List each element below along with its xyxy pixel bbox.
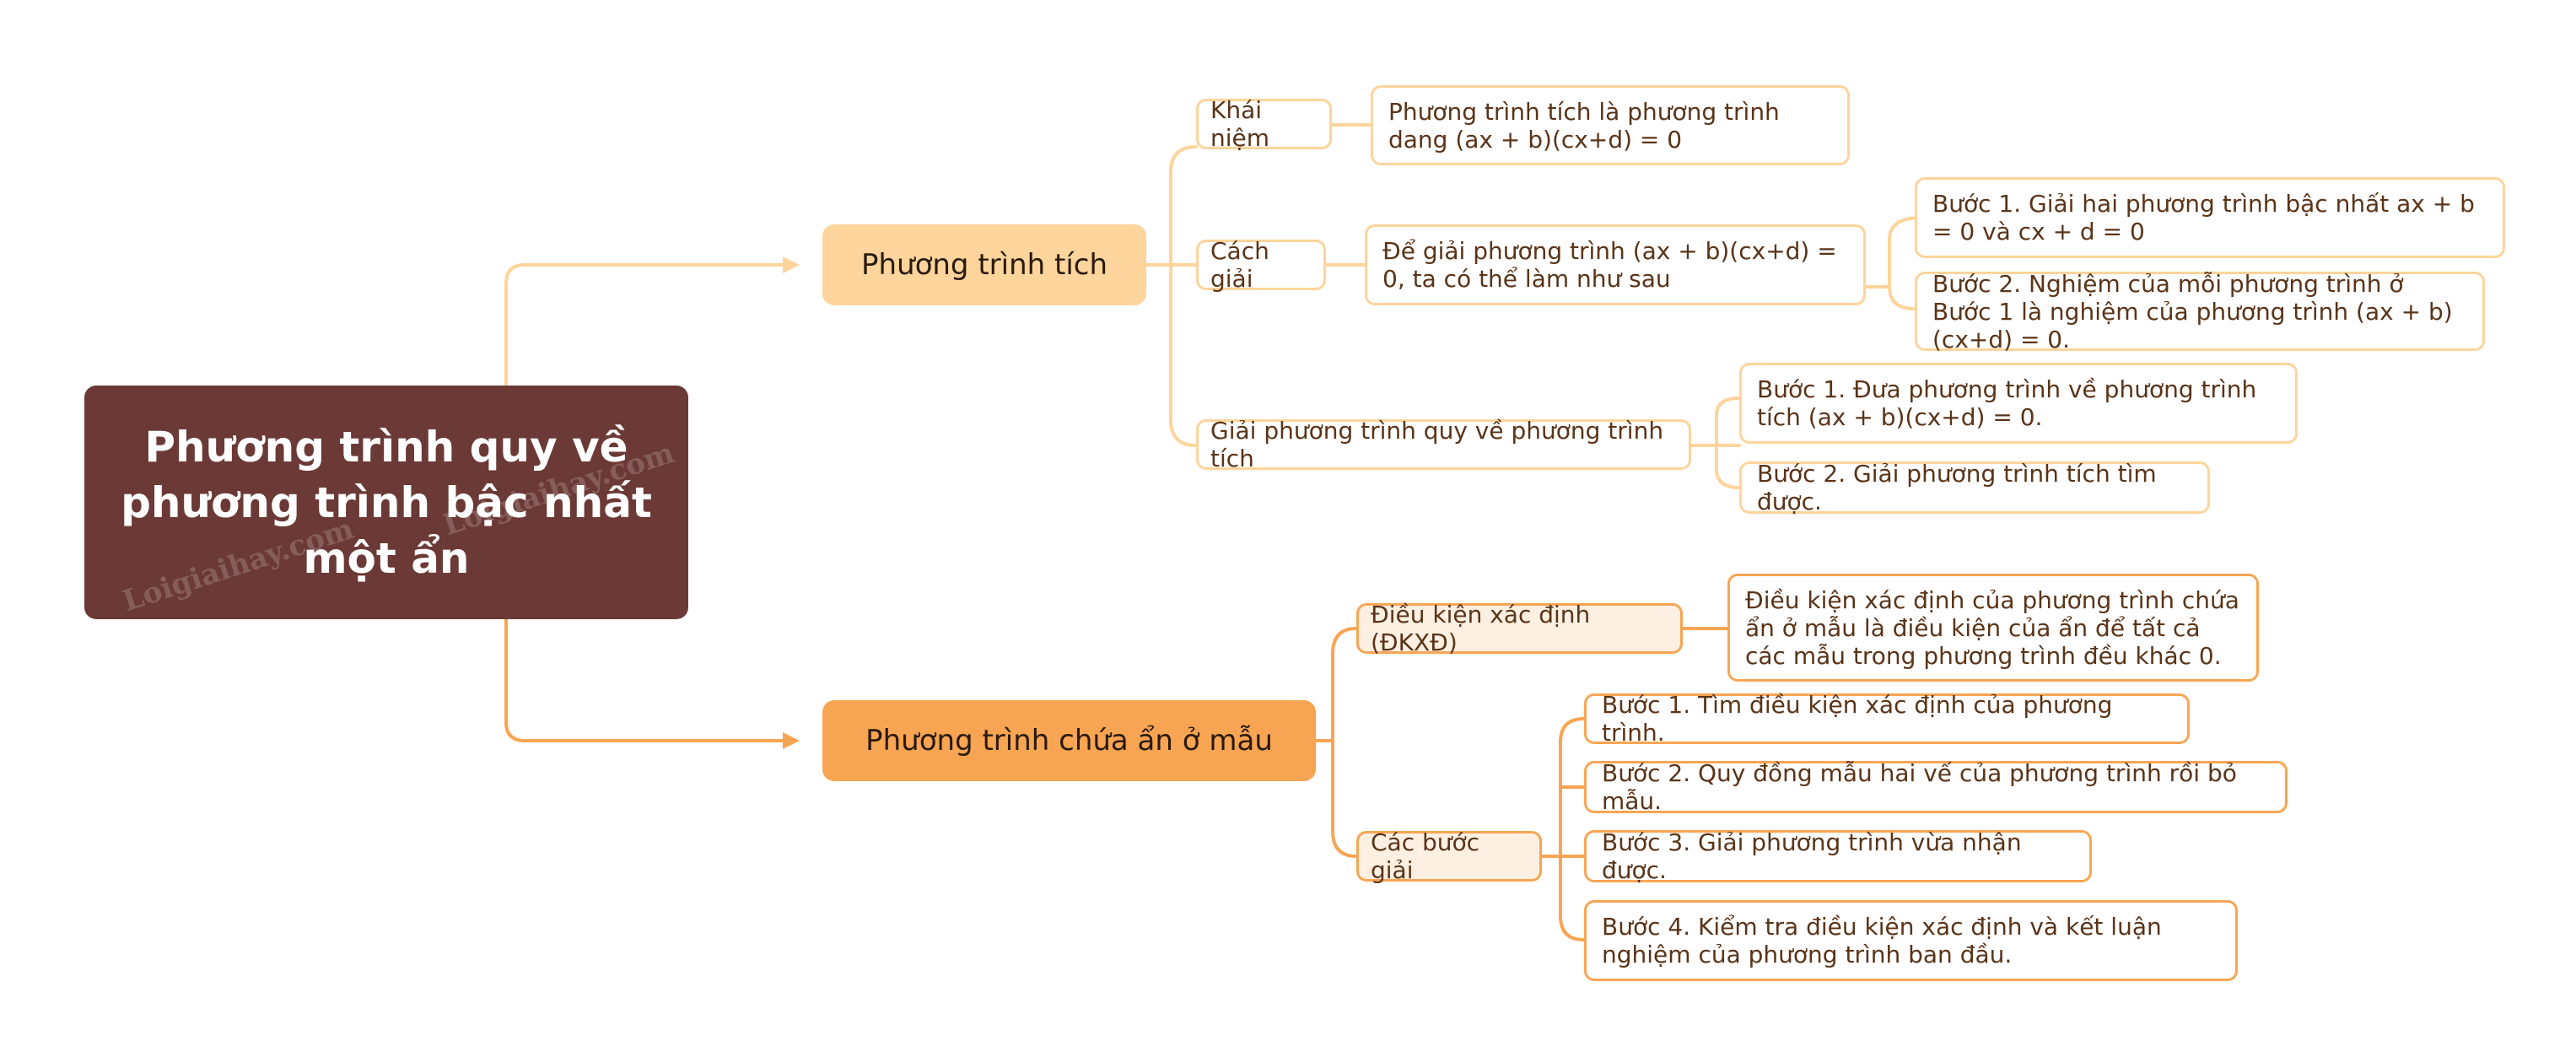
root-title: Phương trình quy về phương trình bậc nhấ…	[121, 422, 652, 583]
method-text-node[interactable]: Để giải phương trình (ax + b)(cx+d) = 0,…	[1365, 224, 1866, 305]
branch-product-node[interactable]: Phương trình tích	[822, 224, 1146, 305]
edge-root-product	[504, 263, 786, 387]
concept-node[interactable]: Khái niệm	[1196, 96, 1332, 152]
method-step-2-node[interactable]: Bước 2. Nghiệm của mỗi phương trình ở Bư…	[1915, 269, 2485, 353]
fraction-step-3-node[interactable]: Bước 3. Giải phương trình vừa nhận được.	[1584, 828, 2092, 884]
condition-text: Điều kiện xác định của phương trình chứa…	[1745, 585, 2239, 670]
reducible-step-1: Bước 1. Đưa phương trình về phương trình…	[1757, 375, 2257, 431]
fraction-step-4: Bước 4. Kiểm tra điều kiện xác định và k…	[1602, 913, 2162, 968]
condition-text-node[interactable]: Điều kiện xác định của phương trình chứa…	[1727, 574, 2259, 682]
concept-label: Khái niệm	[1210, 96, 1270, 152]
method-step-1-node[interactable]: Bước 1. Giải hai phương trình bậc nhất a…	[1915, 177, 2505, 258]
edge-root-fraction	[504, 618, 786, 742]
reducible-node[interactable]: Giải phương trình quy về phương trình tí…	[1196, 417, 1691, 472]
fraction-step-2: Bước 2. Quy đồng mẫu hai vế của phương t…	[1602, 759, 2237, 815]
method-node[interactable]: Cách giải	[1196, 237, 1326, 293]
branch-fraction-label: Phương trình chứa ẩn ở mẫu	[865, 724, 1273, 758]
condition-node[interactable]: Điều kiện xác định (ĐKXĐ)	[1356, 601, 1683, 656]
root-node[interactable]: Phương trình quy về phương trình bậc nhấ…	[84, 386, 688, 619]
arrow-head-product	[783, 256, 800, 273]
reducible-step-1-node[interactable]: Bước 1. Đưa phương trình về phương trình…	[1739, 363, 2298, 444]
fraction-step-2-node[interactable]: Bước 2. Quy đồng mẫu hai vế của phương t…	[1584, 759, 2288, 815]
fraction-step-1: Bước 1. Tìm điều kiện xác định của phươn…	[1602, 691, 2113, 747]
reducible-step-2-node[interactable]: Bước 2. Giải phương trình tích tìm được.	[1739, 460, 2210, 515]
steps-node[interactable]: Các bước giải	[1356, 828, 1542, 884]
branch-fraction-node[interactable]: Phương trình chứa ẩn ở mẫu	[822, 700, 1316, 781]
steps-label: Các bước giải	[1371, 828, 1480, 884]
fraction-step-1-node[interactable]: Bước 1. Tìm điều kiện xác định của phươn…	[1584, 691, 2190, 747]
method-step-2: Bước 2. Nghiệm của mỗi phương trình ở Bư…	[1932, 269, 2453, 353]
method-text: Để giải phương trình (ax + b)(cx+d) = 0,…	[1382, 237, 1837, 293]
reducible-label: Giải phương trình quy về phương trình tí…	[1210, 417, 1664, 472]
concept-text: Phương trình tích là phương trình dang (…	[1388, 97, 1780, 154]
branch-product-label: Phương trình tích	[860, 248, 1108, 282]
arrow-head-fraction	[783, 732, 800, 749]
reducible-step-2: Bước 2. Giải phương trình tích tìm được.	[1757, 460, 2157, 515]
condition-label: Điều kiện xác định (ĐKXĐ)	[1371, 601, 1591, 656]
edges-fraction-children	[1314, 627, 1729, 941]
method-step-1: Bước 1. Giải hai phương trình bậc nhất a…	[1932, 190, 2475, 245]
fraction-step-3: Bước 3. Giải phương trình vừa nhận được.	[1602, 828, 2022, 884]
fraction-step-4-node[interactable]: Bước 4. Kiểm tra điều kiện xác định và k…	[1584, 900, 2238, 981]
method-label: Cách giải	[1210, 237, 1269, 293]
concept-text-node[interactable]: Phương trình tích là phương trình dang (…	[1371, 85, 1850, 165]
